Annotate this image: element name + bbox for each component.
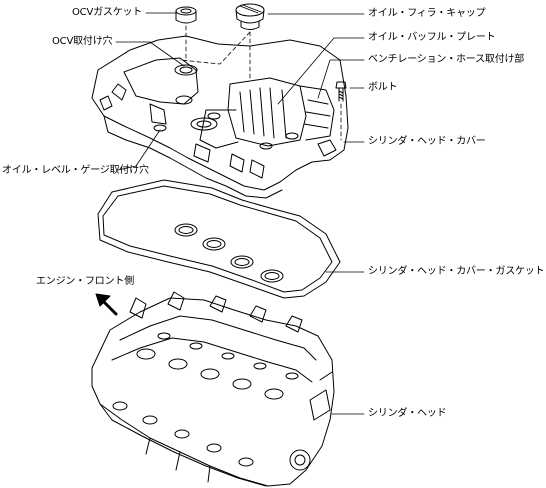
label-oil-baffle-plate: オイル・バッフル・プレート [368,32,496,43]
ocv-gasket-part [175,6,197,24]
label-ocv-hole: OCV取付け穴 [52,36,113,47]
oil-filler-cap-part [235,3,265,30]
arrow-up-left-icon [95,293,118,316]
label-cylinder-head: シリンダ・ヘッド [368,408,447,419]
cylinder-head-cover-gasket-part [97,179,341,299]
label-cylinder-head-cover-gasket: シリンダ・ヘッド・カバー・ガスケット [368,266,545,277]
bolt-part [335,81,347,102]
cylinder-head-cover-part [91,35,349,199]
label-bolt: ボルト [368,82,398,93]
assembly-guide-lines [179,25,342,141]
label-oil-level-gauge-hole: オイル・レベル・ゲージ取付け穴 [2,165,149,176]
label-oil-filler-cap: オイル・フィラ・キャップ [368,8,486,19]
label-cylinder-head-cover: シリンダ・ヘッド・カバー [368,136,486,147]
label-engine-front-direction: エンジン・フロント側 [36,276,134,287]
leader-lines [115,12,365,415]
label-ocv-gasket: OCVガスケット [72,7,143,18]
cylinder-head-part [91,291,335,487]
label-ventilation-hose-mount: ベンチレーション・ホース取付け部 [368,54,525,65]
